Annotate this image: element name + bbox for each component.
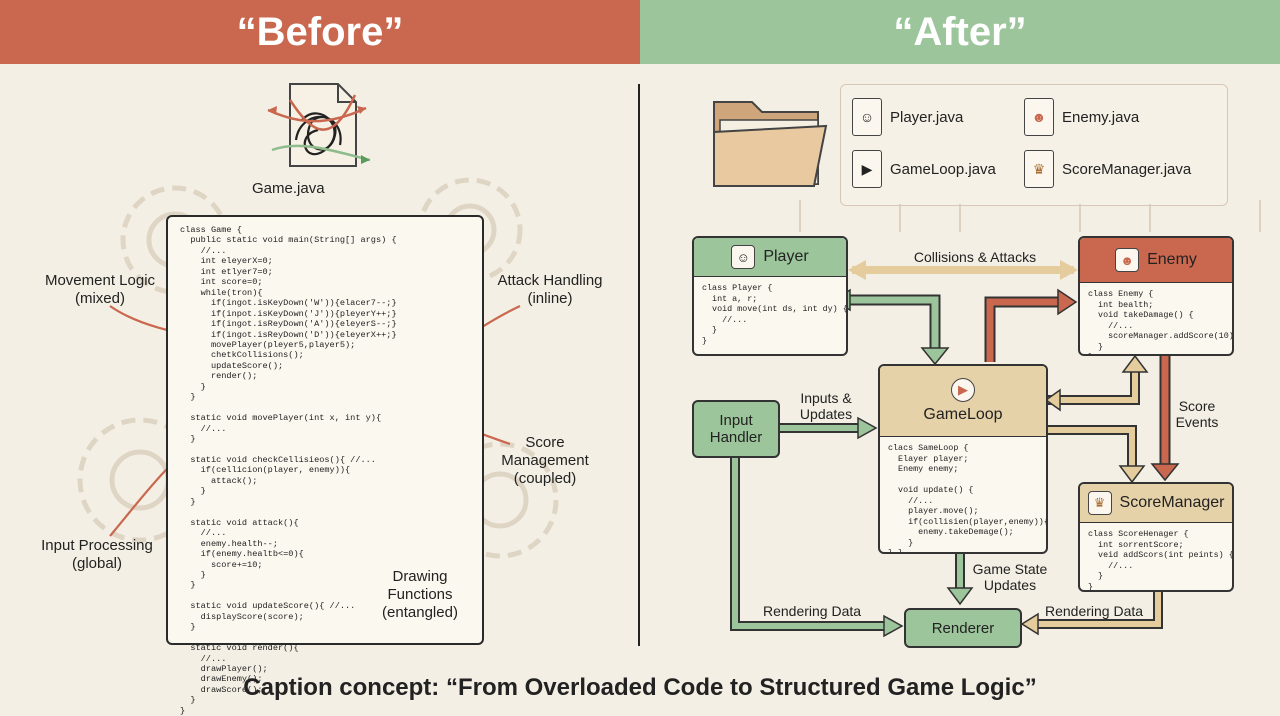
after-header: “After” bbox=[640, 0, 1280, 64]
before-header: “Before” bbox=[0, 0, 640, 64]
enemy-icon: ☻ bbox=[1115, 248, 1140, 272]
gameloop-box-title: GameLoop bbox=[923, 406, 1003, 423]
player-box-title: Player bbox=[763, 248, 809, 265]
flow-collisions-attacks: Collisions & Attacks bbox=[913, 249, 1037, 265]
after-arrows bbox=[730, 200, 1261, 638]
game-java-filename: Game.java bbox=[252, 180, 325, 197]
label-drawing-functions: Drawing Functions (entangled) bbox=[382, 568, 458, 621]
flow-score-events: Score Events bbox=[1175, 398, 1219, 430]
input-handler-title: Input Handler bbox=[709, 412, 763, 446]
enemy-class-box[interactable]: ☻ Enemy class Enemy { int bealth; void t… bbox=[1078, 236, 1234, 356]
gameloop-class-box[interactable]: ▶ GameLoop clacs SameLoop { Elayer playe… bbox=[878, 364, 1048, 554]
gameloop-code: clacs SameLoop { Elayer player; Enemy en… bbox=[888, 443, 1048, 554]
play-cycle-icon: ▶ bbox=[951, 378, 975, 402]
renderer-box[interactable]: Renderer bbox=[904, 608, 1022, 648]
game-java-code-panel: class Game { public static void main(Str… bbox=[166, 215, 484, 716]
player-icon: ☺ bbox=[852, 98, 882, 136]
flow-game-state-updates: Game State Updates bbox=[972, 561, 1048, 593]
enemy-icon: ☻ bbox=[1024, 98, 1054, 136]
input-handler-box[interactable]: Input Handler bbox=[692, 400, 780, 458]
file-label: ScoreManager.java bbox=[1062, 160, 1192, 178]
file-scoremanager-java[interactable]: ♛ ScoreManager.java bbox=[1024, 150, 1191, 188]
game-java-code: class Game { public static void main(Str… bbox=[180, 225, 397, 716]
file-player-java[interactable]: ☺ Player.java bbox=[852, 98, 963, 136]
caption: Caption concept: “From Overloaded Code t… bbox=[243, 674, 1037, 701]
player-code: class Player { int a, r; void move(int d… bbox=[702, 283, 848, 346]
player-icon: ☺ bbox=[731, 245, 756, 269]
folder-icon bbox=[713, 101, 828, 187]
file-label: GameLoop.java bbox=[890, 160, 996, 178]
file-gameloop-java[interactable]: ▶ GameLoop.java bbox=[852, 150, 996, 188]
section-divider bbox=[638, 84, 640, 646]
file-label: Player.java bbox=[890, 108, 964, 126]
tangled-file-icon bbox=[267, 83, 371, 167]
label-score-management: Score Management (coupled) bbox=[501, 434, 589, 487]
enemy-code: class Enemy { int bealth; void takeDamag… bbox=[1088, 289, 1234, 354]
gear-icon bbox=[441, 441, 559, 559]
scoremanager-code: class ScoreHenager { int sorrentScore; v… bbox=[1088, 529, 1234, 592]
trophy-icon: ♛ bbox=[1024, 150, 1054, 188]
file-enemy-java[interactable]: ☻ Enemy.java bbox=[1024, 98, 1139, 136]
flow-rendering-data-right: Rendering Data bbox=[1044, 603, 1144, 619]
renderer-title: Renderer bbox=[931, 619, 995, 637]
player-class-box[interactable]: ☺ Player class Player { int a, r; void m… bbox=[692, 236, 848, 356]
trophy-icon: ♛ bbox=[1087, 491, 1112, 515]
flow-rendering-data-left: Rendering Data bbox=[762, 603, 862, 619]
label-attack-handling: Attack Handling (inline) bbox=[497, 272, 603, 307]
play-cycle-icon: ▶ bbox=[852, 150, 882, 188]
scoremanager-box-title: ScoreManager bbox=[1119, 494, 1225, 511]
label-movement-logic: Movement Logic (mixed) bbox=[44, 272, 156, 307]
enemy-box-title: Enemy bbox=[1147, 251, 1197, 268]
label-input-processing: Input Processing (global) bbox=[41, 537, 153, 572]
scoremanager-class-box[interactable]: ♛ ScoreManager class ScoreHenager { int … bbox=[1078, 482, 1234, 592]
file-label: Enemy.java bbox=[1062, 108, 1140, 126]
flow-inputs-updates: Inputs & Updates bbox=[799, 390, 853, 422]
